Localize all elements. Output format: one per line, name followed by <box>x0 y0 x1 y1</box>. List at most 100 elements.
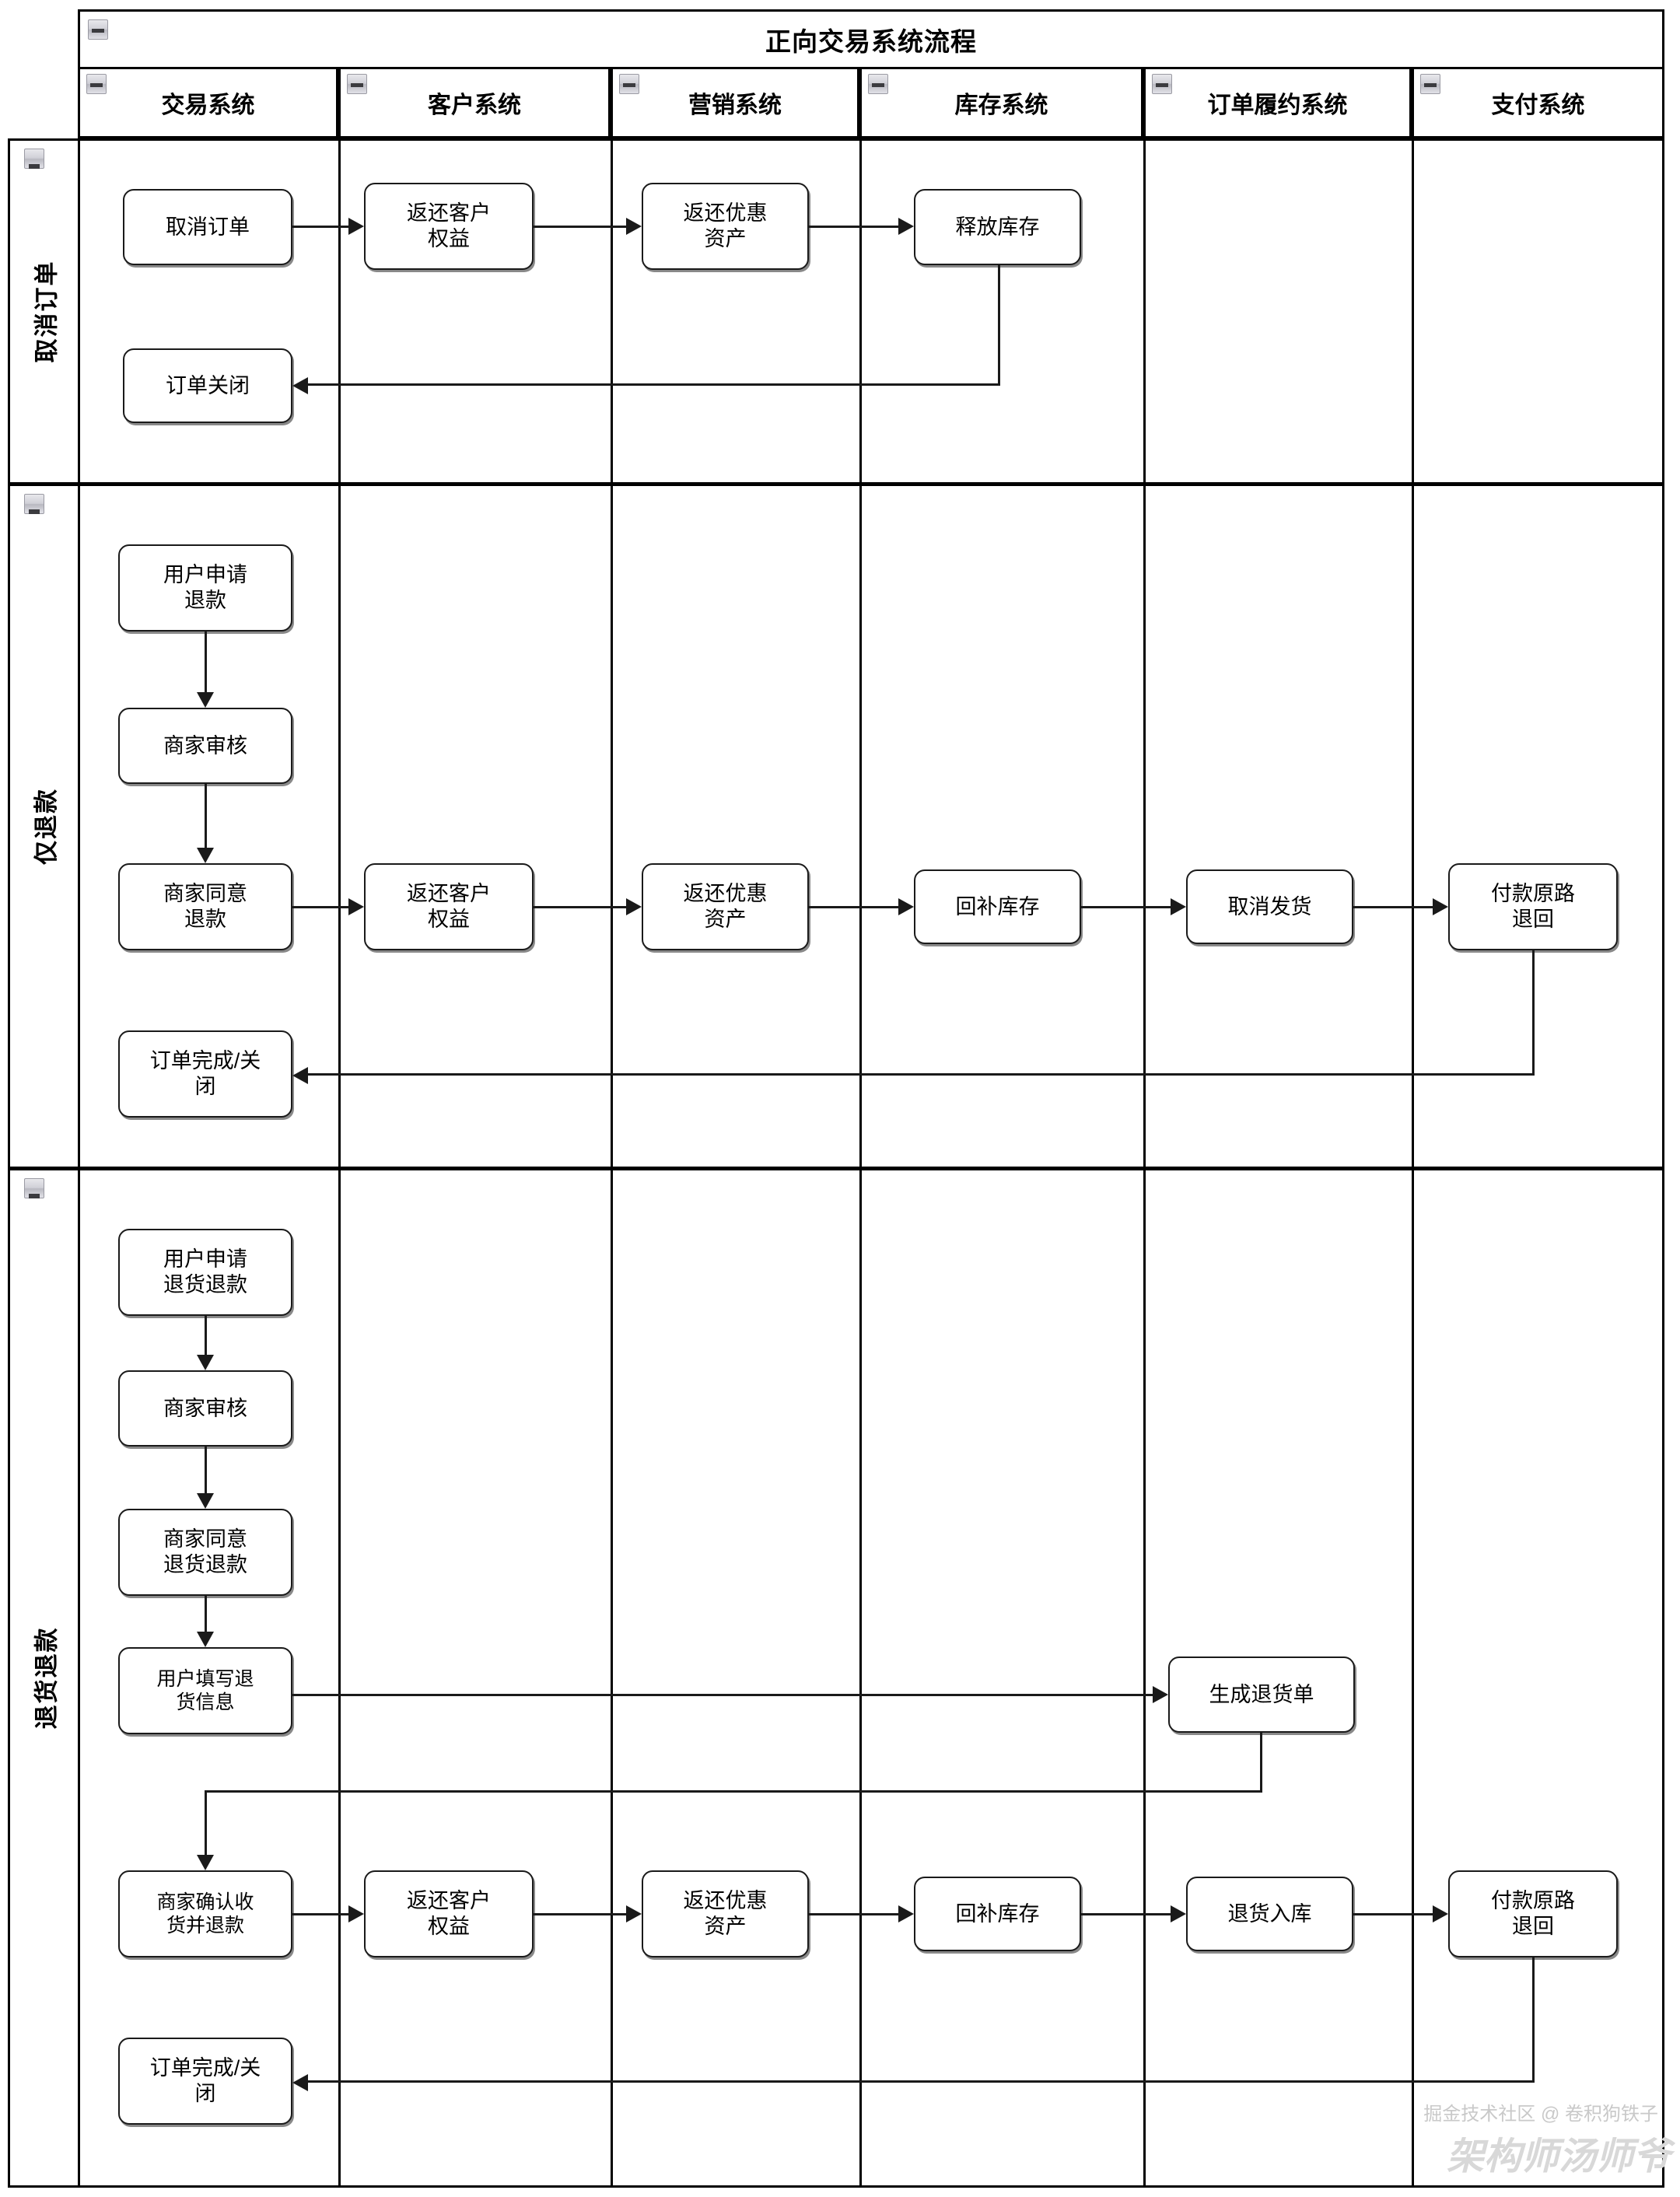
connector <box>998 265 1000 385</box>
arrow-icon <box>197 848 214 863</box>
minus-collapse-icon[interactable] <box>868 74 888 94</box>
minus-collapse-icon[interactable] <box>347 74 367 94</box>
lane-divider <box>611 138 613 2188</box>
minus-collapse-icon[interactable] <box>24 1178 44 1198</box>
node-merchant-confirm-receipt-refund[interactable]: 商家确认收货并退款 <box>118 1870 292 1957</box>
connector <box>1081 1913 1171 1915</box>
connector <box>292 1694 1153 1696</box>
diagram-body-frame <box>8 138 1664 2188</box>
node-return-promo-assets[interactable]: 返还优惠资产 <box>642 183 809 270</box>
connector <box>1260 1733 1262 1793</box>
connector <box>809 226 898 228</box>
node-refund-original-route[interactable]: 付款原路退回 <box>1448 1870 1618 1957</box>
minus-collapse-icon[interactable] <box>88 19 108 40</box>
lane-divider <box>78 138 80 2188</box>
node-user-fill-return-info[interactable]: 用户填写退货信息 <box>118 1647 292 1734</box>
node-return-promo-assets[interactable]: 返还优惠资产 <box>642 1870 809 1957</box>
connector <box>205 631 207 692</box>
arrow-icon <box>197 1632 214 1647</box>
arrow-icon <box>292 2074 308 2091</box>
arrow-icon <box>348 218 364 235</box>
arrow-icon <box>1433 1905 1448 1922</box>
node-return-customer-rights[interactable]: 返还客户权益 <box>364 183 534 270</box>
phase-label-return-refund: 退货退款 <box>10 1170 78 2185</box>
minus-collapse-icon[interactable] <box>619 74 639 94</box>
node-release-inventory[interactable]: 释放库存 <box>914 189 1081 265</box>
connector <box>809 906 898 908</box>
arrow-icon <box>1171 1905 1186 1922</box>
node-order-complete-close[interactable]: 订单完成/关闭 <box>118 2038 292 2125</box>
node-user-apply-return-refund[interactable]: 用户申请退货退款 <box>118 1229 292 1316</box>
node-merchant-agree-return-refund[interactable]: 商家同意退货退款 <box>118 1509 292 1596</box>
phase-label-text: 取消订单 <box>33 260 60 363</box>
lane-header-label: 客户系统 <box>428 93 521 118</box>
lane-header-label: 交易系统 <box>161 93 255 118</box>
node-order-complete-close[interactable]: 订单完成/关闭 <box>118 1030 292 1118</box>
minus-collapse-icon[interactable] <box>24 149 44 169</box>
arrow-icon <box>197 1855 214 1870</box>
arrow-icon <box>197 1355 214 1370</box>
minus-collapse-icon[interactable] <box>1420 74 1440 94</box>
connector <box>205 1790 207 1855</box>
arrow-icon <box>898 1905 914 1922</box>
node-refund-original-route[interactable]: 付款原路退回 <box>1448 863 1618 950</box>
lane-header-label: 订单履约系统 <box>1207 93 1348 118</box>
lane-header-label: 营销系统 <box>688 93 782 118</box>
minus-collapse-icon[interactable] <box>24 494 44 514</box>
node-restock-inventory[interactable]: 回补库存 <box>914 1877 1081 1951</box>
connector <box>809 1913 898 1915</box>
node-generate-return-order[interactable]: 生成退货单 <box>1168 1656 1355 1733</box>
connector <box>1353 1913 1433 1915</box>
node-merchant-review[interactable]: 商家审核 <box>118 1370 292 1447</box>
node-cancel-order[interactable]: 取消订单 <box>123 189 292 265</box>
arrow-icon <box>626 898 642 915</box>
arrow-icon <box>898 898 914 915</box>
arrow-icon <box>626 218 642 235</box>
connector <box>292 906 348 908</box>
connector <box>534 1913 626 1915</box>
arrow-icon <box>1433 898 1448 915</box>
connector <box>1532 950 1535 1075</box>
watermark-author: 架构师汤师爷 <box>1446 2136 1671 2178</box>
node-return-customer-rights[interactable]: 返还客户权益 <box>364 1870 534 1957</box>
arrow-icon <box>348 1905 364 1922</box>
connector <box>292 226 348 228</box>
phase-divider <box>8 1167 1664 1170</box>
arrow-icon <box>898 218 914 235</box>
node-return-customer-rights[interactable]: 返还客户权益 <box>364 863 534 950</box>
node-return-to-warehouse[interactable]: 退货入库 <box>1186 1877 1353 1951</box>
arrow-icon <box>292 1067 308 1084</box>
minus-collapse-icon[interactable] <box>1152 74 1172 94</box>
node-return-promo-assets[interactable]: 返还优惠资产 <box>642 863 809 950</box>
connector <box>205 1790 1262 1793</box>
arrow-icon <box>626 1905 642 1922</box>
connector <box>292 1913 348 1915</box>
diagram-title-band: 正向交易系统流程 <box>78 9 1664 69</box>
lane-header-label: 支付系统 <box>1491 93 1585 118</box>
lane-header-inventory: 库存系统 <box>859 69 1143 138</box>
arrow-icon <box>197 1493 214 1509</box>
page-title: 正向交易系统流程 <box>765 26 977 56</box>
arrow-icon <box>292 377 308 394</box>
lane-divider <box>1143 138 1146 2188</box>
arrow-icon <box>1153 1686 1168 1703</box>
node-merchant-review[interactable]: 商家审核 <box>118 708 292 784</box>
node-merchant-agree-refund[interactable]: 商家同意退款 <box>118 863 292 950</box>
arrow-icon <box>197 692 214 708</box>
connector <box>205 1596 207 1632</box>
node-order-closed[interactable]: 订单关闭 <box>123 348 292 423</box>
minus-collapse-icon[interactable] <box>86 74 107 94</box>
connector <box>308 383 1000 386</box>
node-restock-inventory[interactable]: 回补库存 <box>914 869 1081 944</box>
node-user-apply-refund[interactable]: 用户申请退款 <box>118 544 292 631</box>
connector <box>205 1447 207 1493</box>
node-cancel-shipment[interactable]: 取消发货 <box>1186 869 1353 944</box>
lane-header-marketing: 营销系统 <box>611 69 859 138</box>
phase-divider <box>8 482 1664 486</box>
lane-divider <box>338 138 341 2188</box>
lane-header-label: 库存系统 <box>954 93 1048 118</box>
connector <box>534 906 626 908</box>
lane-header-customer: 客户系统 <box>338 69 611 138</box>
lane-header-fulfillment: 订单履约系统 <box>1143 69 1412 138</box>
